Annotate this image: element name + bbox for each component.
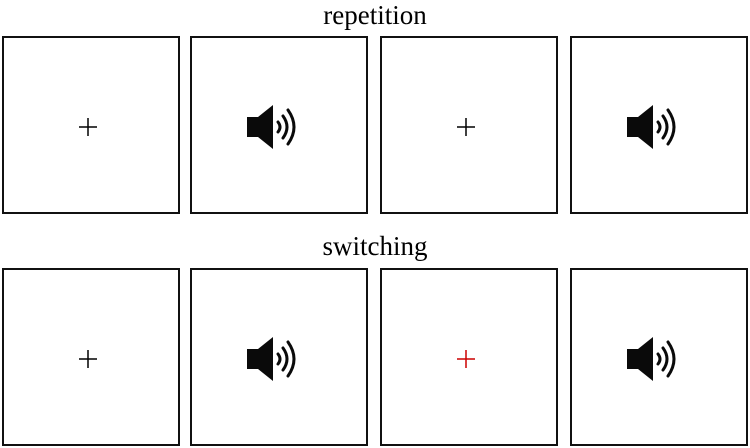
speaker-icon: [627, 105, 676, 149]
speaker-icon: [247, 337, 296, 381]
trial-frame: [2, 268, 180, 446]
fixation-cross-icon: [457, 118, 475, 136]
trial-frame: [380, 268, 558, 446]
row-title-switching: switching: [322, 231, 428, 261]
trial-frame: [570, 268, 748, 446]
speaker-icon: [247, 105, 296, 149]
trial-frame: [2, 36, 180, 214]
speaker-icon: [627, 337, 676, 381]
trial-frame: [380, 36, 558, 214]
trial-frame: [570, 36, 748, 214]
fixation-cross-icon: [79, 350, 97, 368]
trial-frame: [190, 36, 368, 214]
row-title-repetition: repetition: [323, 0, 427, 30]
fixation-cross-icon: [79, 118, 97, 136]
fixation-cross-icon: [457, 350, 475, 368]
trial-frame: [190, 268, 368, 446]
